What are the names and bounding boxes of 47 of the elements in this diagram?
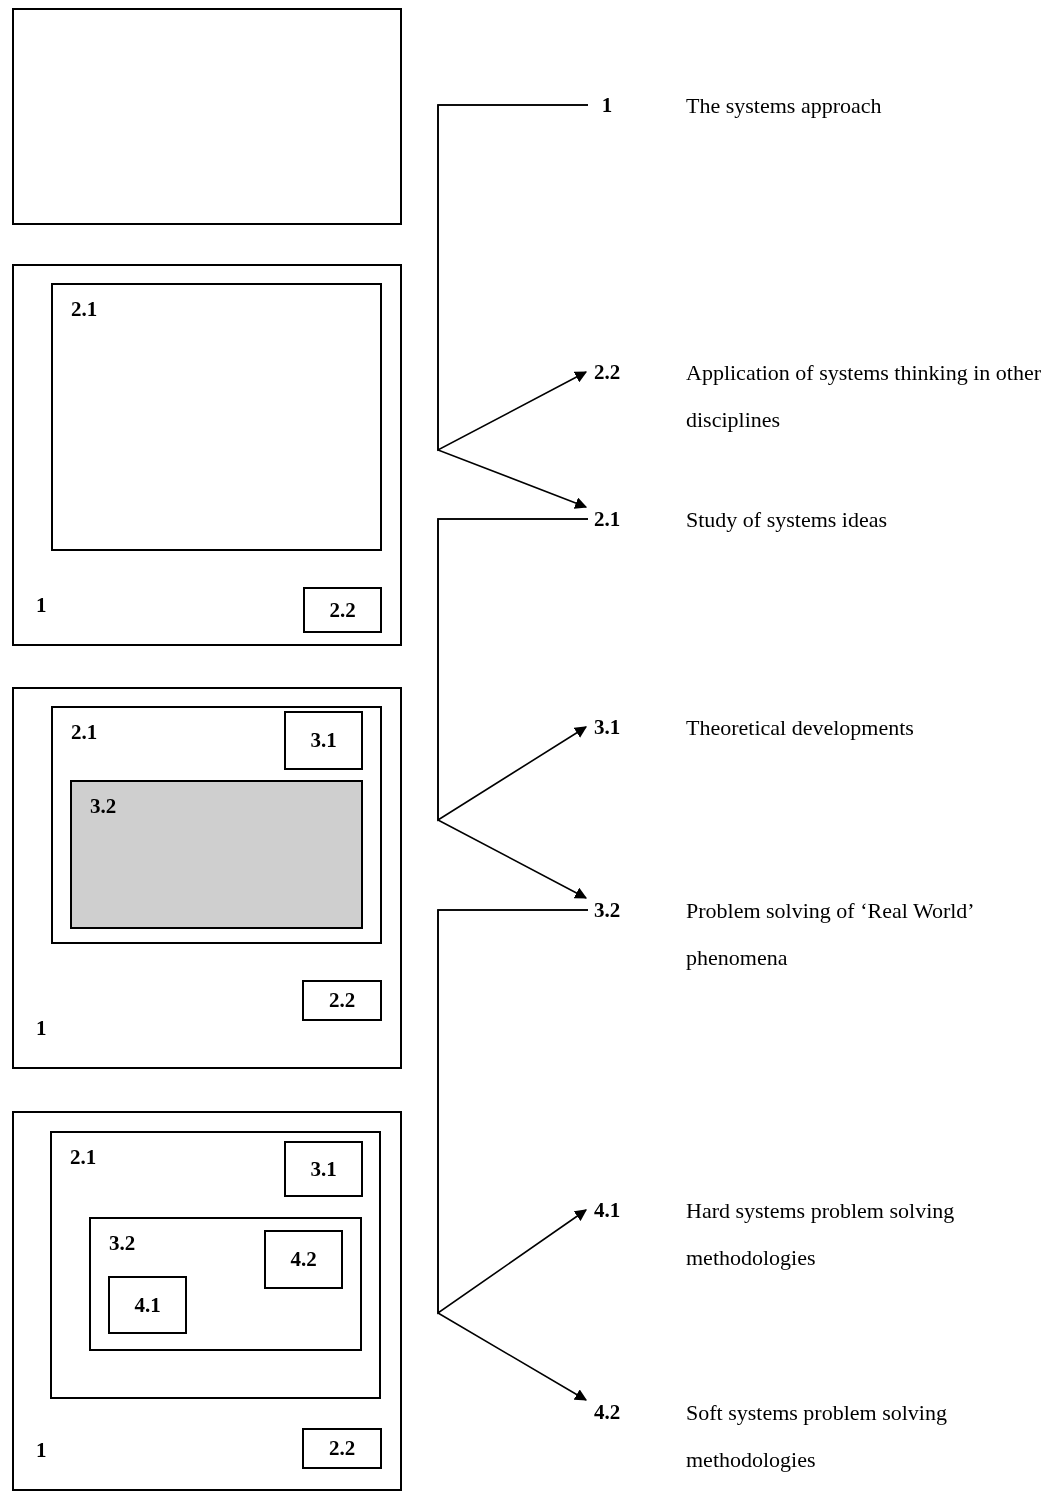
- nested-box: [50, 1131, 381, 1399]
- box-label: 3.1: [309, 1155, 338, 1183]
- box-label: 1: [36, 1018, 47, 1039]
- section-number: 2.1: [588, 505, 626, 533]
- box-label: 3.2: [90, 796, 117, 817]
- nested-box: [284, 1141, 363, 1197]
- box-label: 1: [36, 1440, 47, 1461]
- box-label: 3.2: [109, 1233, 136, 1254]
- nested-box: [51, 706, 382, 944]
- section-title: Study of systems ideas: [686, 505, 889, 534]
- box-label: 3.1: [309, 727, 338, 754]
- nested-box: [284, 711, 363, 770]
- nested-box: [303, 587, 382, 633]
- empty-box: [12, 8, 402, 225]
- nested-box: [70, 780, 363, 929]
- section-title: Soft systems problem solving methodologies: [686, 1398, 948, 1474]
- nested-box: [12, 1111, 402, 1491]
- box-label: 2.1: [71, 299, 98, 320]
- nested-box: [108, 1276, 187, 1334]
- section-number: 4.1: [588, 1196, 626, 1224]
- section-number: 3.2: [588, 896, 626, 924]
- arrow: [437, 518, 589, 899]
- section-number: 1: [588, 91, 626, 119]
- section-title: Hard systems problem solving methodologies: [686, 1196, 956, 1272]
- box-label: 2.2: [328, 596, 357, 624]
- nested-box: [51, 283, 382, 551]
- box-label: 2.1: [71, 722, 98, 743]
- nested-box: [12, 264, 402, 646]
- nested-box: [12, 687, 402, 1069]
- box-label: 4.2: [289, 1246, 318, 1273]
- section-number: 3.1: [588, 713, 626, 741]
- box-label: 2.2: [327, 1435, 357, 1462]
- box-label: 2.2: [327, 987, 357, 1014]
- section-title: The systems approach: [686, 91, 883, 120]
- section-title: Application of systems thinking in other disciplines: [686, 358, 1043, 434]
- nested-box: [302, 980, 382, 1021]
- box-label: 4.1: [133, 1291, 162, 1319]
- box-label: 1: [36, 595, 47, 616]
- arrow: [437, 909, 589, 1401]
- section-title: Theoretical developments: [686, 713, 915, 742]
- nested-box: [302, 1428, 382, 1469]
- section-number: 4.2: [588, 1398, 626, 1426]
- section-title: Problem solving of ‘Real World’ phenomena: [686, 896, 975, 972]
- section-number: 2.2: [588, 358, 626, 386]
- box-label: 2.1: [70, 1147, 97, 1168]
- nested-box: [89, 1217, 362, 1351]
- nested-box: [264, 1230, 343, 1289]
